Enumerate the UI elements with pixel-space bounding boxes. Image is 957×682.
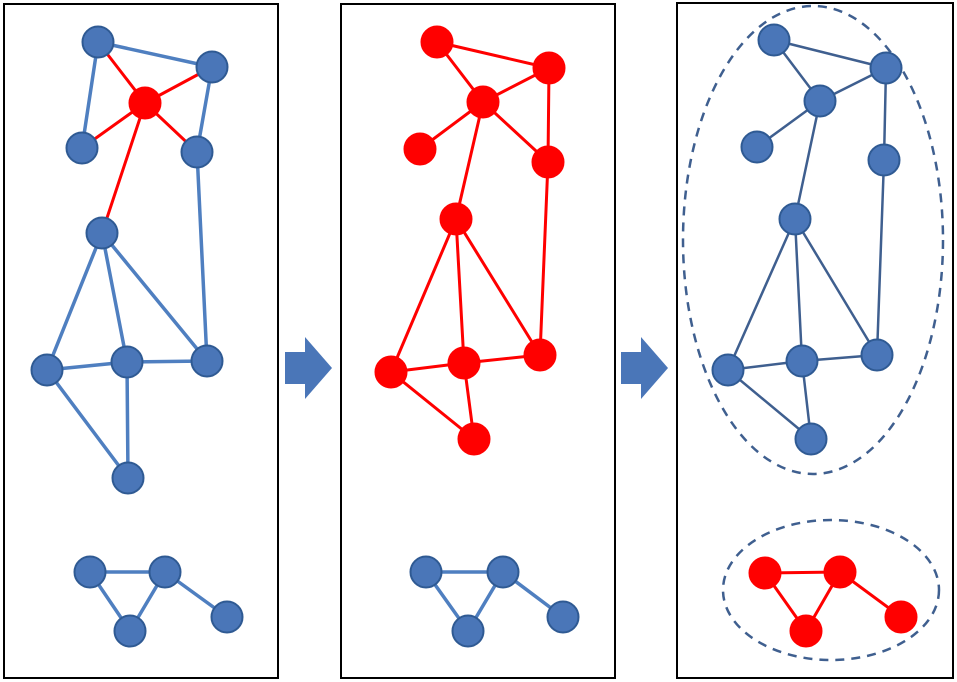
graph-edge — [435, 40, 551, 70]
red-node — [439, 202, 473, 236]
graph-edge — [454, 100, 485, 221]
blue-node — [30, 353, 64, 387]
blue-node — [803, 84, 837, 118]
graph-edge — [100, 231, 209, 363]
graph-edge — [538, 160, 550, 357]
graph-edge — [195, 150, 209, 363]
blue-node — [778, 202, 812, 236]
blue-node — [869, 51, 903, 85]
graph-edge — [100, 101, 147, 235]
red-node — [447, 346, 481, 380]
blue-node — [546, 600, 580, 634]
graph-edge — [100, 231, 129, 364]
graph-edge — [125, 360, 130, 480]
red-node — [403, 132, 437, 166]
graph-edge — [96, 40, 214, 69]
graph-edge — [389, 217, 458, 374]
red-node — [457, 422, 491, 456]
blue-node — [111, 461, 145, 495]
blue-node — [860, 338, 894, 372]
blue-node — [81, 25, 115, 59]
red-node — [884, 600, 918, 634]
graph-edge — [726, 217, 797, 372]
blue-node — [451, 614, 485, 648]
blue-node — [757, 23, 791, 57]
graph-edge — [772, 38, 888, 70]
graph-edge — [793, 217, 879, 357]
blue-node — [180, 135, 214, 169]
blue-node — [740, 130, 774, 164]
red-node — [466, 85, 500, 119]
graph-edge — [389, 370, 476, 441]
blue-node — [210, 600, 244, 634]
red-node — [374, 355, 408, 389]
red-node — [523, 338, 557, 372]
right-arrow-icon — [621, 337, 668, 399]
red-node — [531, 145, 565, 179]
blue-node — [794, 422, 828, 456]
blue-node — [190, 344, 224, 378]
community-small-ellipse — [721, 518, 941, 662]
graph-edge — [80, 40, 100, 150]
graph-edge — [454, 217, 542, 357]
blue-node — [85, 216, 119, 250]
graph-edge — [793, 99, 822, 221]
blue-node — [409, 555, 443, 589]
blue-node — [867, 143, 901, 177]
red-node — [420, 25, 454, 59]
red-node — [748, 556, 782, 590]
red-node — [532, 51, 566, 85]
blue-node — [711, 353, 745, 387]
red-node — [823, 555, 857, 589]
community-large-ellipse — [681, 4, 945, 476]
blue-node — [486, 555, 520, 589]
blue-node — [195, 50, 229, 84]
blue-node — [113, 614, 147, 648]
blue-node — [110, 345, 144, 379]
graph-edge — [793, 217, 804, 363]
graph-edge — [875, 158, 886, 357]
red-node — [789, 614, 823, 648]
graph-edge — [45, 368, 130, 480]
graph-edge — [726, 368, 813, 441]
graph-edge — [454, 217, 466, 365]
red-node — [128, 86, 162, 120]
blue-node — [73, 555, 107, 589]
blue-node — [148, 555, 182, 589]
graph-edge — [45, 231, 104, 372]
blue-node — [785, 344, 819, 378]
right-arrow-icon — [285, 337, 332, 399]
blue-node — [65, 131, 99, 165]
